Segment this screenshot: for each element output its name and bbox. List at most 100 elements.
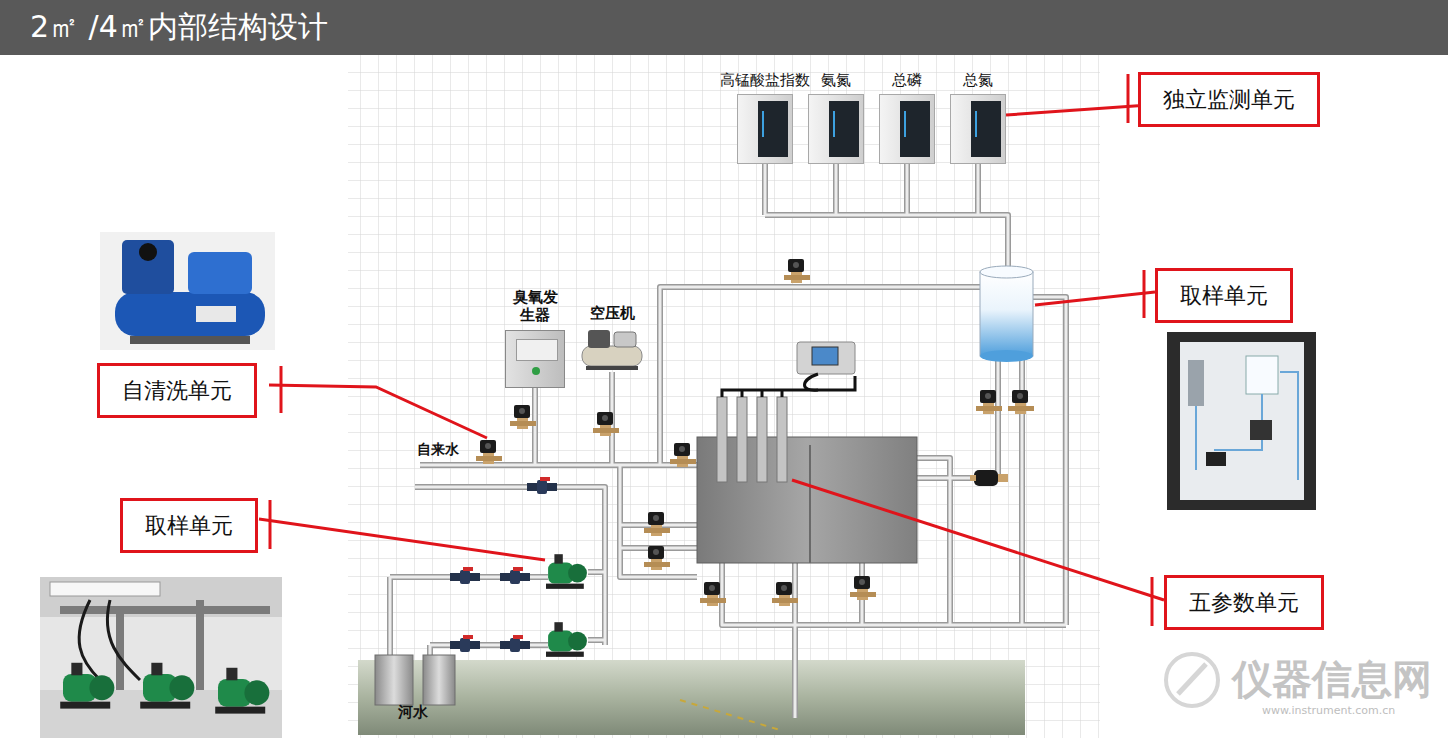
status-light (975, 111, 977, 137)
leader-line (269, 385, 487, 438)
callout-box: 取样单元 (1155, 268, 1293, 323)
leader-tick (1127, 74, 1130, 123)
gauge (139, 243, 157, 261)
node-label: 高锰酸盐指数 (720, 70, 810, 90)
solenoid-valve (1008, 390, 1034, 414)
status-light (833, 111, 835, 137)
status-light (762, 111, 764, 137)
base (586, 366, 638, 370)
node-label: 臭氧发生器 (513, 288, 558, 324)
solenoid-valve (644, 512, 670, 536)
pump (140, 663, 194, 709)
valves (450, 259, 1034, 657)
solenoid-valve (670, 443, 696, 467)
probe-cable (722, 376, 855, 397)
callout-box: 五参数单元 (1164, 575, 1324, 630)
solenoid-valve (850, 576, 876, 600)
ball-valve (500, 635, 530, 652)
controller-screen (812, 347, 838, 365)
ozone-display (516, 339, 558, 361)
ozone-lamp (532, 367, 540, 375)
small-pump (970, 470, 1008, 486)
valve (1250, 420, 1272, 440)
air-compressor: 空压机 (578, 304, 646, 372)
pipe-label: 自来水 (417, 441, 459, 459)
title-bar: 2㎡ /4㎡内部结构设计 (0, 0, 1448, 55)
slide-title: 2㎡ /4㎡内部结构设计 (30, 8, 328, 46)
pipe-outline (390, 164, 1066, 718)
leader-tick (269, 500, 272, 549)
leader-line (259, 519, 545, 560)
leader-tick (1143, 270, 1146, 318)
callout-box: 取样单元 (120, 498, 258, 553)
river (358, 660, 1025, 735)
node-label: 取样单元 (1180, 281, 1268, 310)
sampling-tank (980, 272, 1033, 356)
compressor-icon (578, 326, 646, 372)
leader-tick (280, 366, 283, 413)
power-cable (79, 600, 140, 680)
nameplate (196, 306, 236, 322)
node-label: 总氮 (963, 70, 993, 90)
node-label: 取样单元 (145, 511, 233, 540)
photo-ground (1167, 332, 1316, 510)
callout-box: 自清洗单元 (97, 363, 257, 418)
probes (717, 397, 787, 482)
watermark-icon (1166, 654, 1218, 706)
compressor-head (588, 330, 610, 348)
solenoid-valve (510, 405, 536, 429)
analyzer-door (758, 101, 788, 157)
river-reflection (680, 700, 780, 730)
pump (215, 668, 269, 714)
analyzer-door (900, 101, 930, 157)
sampling-pump (546, 554, 587, 589)
analyzer: 总氮 (950, 70, 1006, 164)
sampling-tank-bottom (980, 350, 1033, 362)
air-tank (115, 292, 265, 336)
leader-tick (1151, 577, 1154, 626)
node-label: 五参数单元 (1189, 588, 1299, 617)
air-tank (582, 346, 642, 366)
ball-valve (450, 567, 480, 584)
leaders (259, 74, 1164, 626)
cup (1246, 356, 1278, 394)
valve (1206, 452, 1226, 466)
intake-cylinder (423, 655, 455, 705)
leader-line (1035, 292, 1155, 305)
leader-line (1006, 106, 1138, 115)
five-parameter-tank (697, 437, 917, 563)
filter (1188, 360, 1204, 406)
probe (777, 397, 787, 482)
grid-ground (348, 55, 1100, 738)
base (130, 336, 250, 344)
pump (60, 663, 114, 709)
solenoid-valve (593, 412, 619, 436)
motor (188, 252, 252, 294)
probe (737, 397, 747, 482)
probe-cable (742, 390, 782, 397)
node-label: 独立监测单元 (1163, 85, 1295, 114)
sampling-tank-top (980, 266, 1033, 278)
solenoid-valve (976, 390, 1002, 414)
probe (717, 397, 727, 482)
watermark-ring (1166, 654, 1218, 706)
solenoid-valve (644, 546, 670, 570)
solenoid-valve (476, 440, 502, 464)
node-label: 氨氮 (821, 70, 851, 90)
ball-valve (450, 635, 480, 652)
grid (348, 55, 1100, 738)
tank-divider (809, 445, 811, 563)
photo-ground (100, 232, 275, 350)
watermark: 仪器信息网 (1232, 652, 1432, 707)
solenoid-valve (772, 582, 798, 606)
power-strip (50, 582, 160, 596)
compressor-photo (100, 232, 275, 350)
ozone-generator: 臭氧发生器 (505, 288, 565, 388)
node-label: 总磷 (892, 70, 922, 90)
callout-box: 独立监测单元 (1138, 72, 1320, 127)
solenoid-valve (784, 259, 810, 283)
pipe-inner (390, 164, 1066, 718)
photo-ground (40, 577, 282, 738)
analyzer-door (971, 101, 1001, 157)
